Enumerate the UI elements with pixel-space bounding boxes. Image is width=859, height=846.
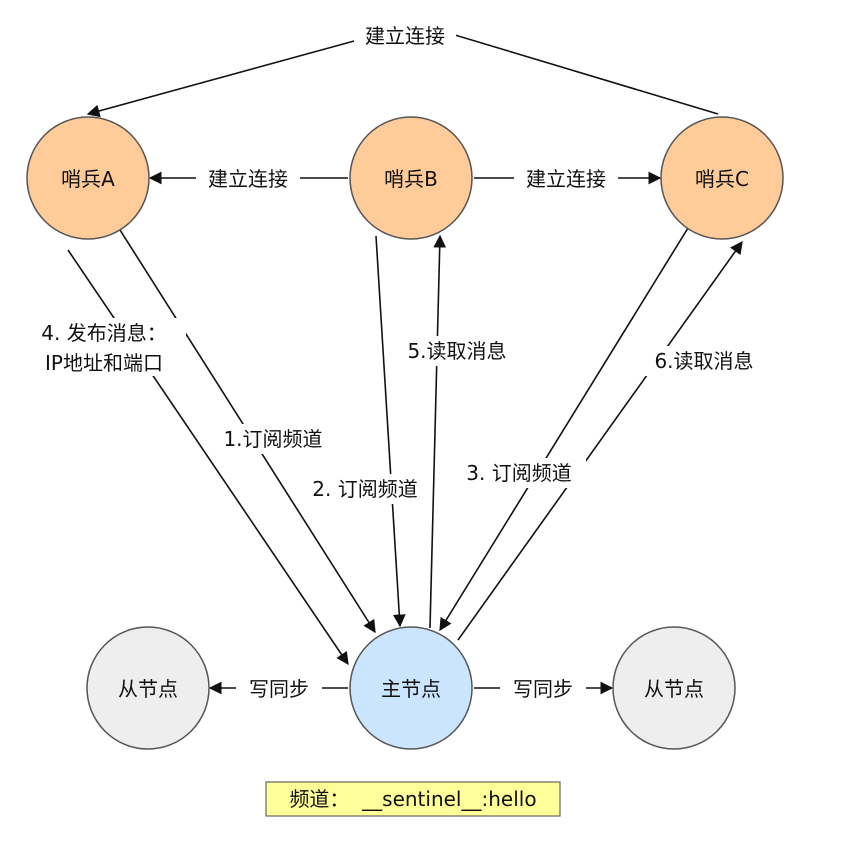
edge-a-publish [67, 249, 349, 666]
node-slave-left-label: 从节点 [118, 677, 178, 701]
node-sentinel-b-label: 哨兵B [384, 167, 438, 191]
node-sentinel-b [349, 116, 473, 240]
label-publish-line2: IP地址和端口 [45, 351, 163, 375]
node-sentinel-a-label: 哨兵A [61, 167, 115, 191]
label-b-subscribe: 2. 订阅频道 [312, 477, 417, 501]
node-sentinel-c-label: 哨兵C [695, 167, 749, 191]
label-c-read: 6.读取消息 [654, 349, 753, 373]
node-sentinel-c [660, 116, 784, 240]
label-sync-right: 写同步 [513, 677, 573, 701]
edge-c-read [457, 240, 743, 641]
label-connect-bc: 建立连接 [526, 167, 606, 191]
node-slave-right [612, 626, 736, 750]
edge-b-read [429, 234, 447, 629]
label-b-read: 5.读取消息 [407, 339, 506, 363]
label-sync-left: 写同步 [249, 677, 309, 701]
node-slave-left [86, 626, 210, 750]
node-sentinel-a [26, 116, 150, 240]
label-connect-ba: 建立连接 [208, 167, 288, 191]
edge-c-subscribe [439, 227, 689, 632]
node-master-label: 主节点 [381, 677, 441, 701]
label-publish-line1: 4. 发布消息： [41, 321, 166, 345]
node-slave-right-label: 从节点 [644, 677, 704, 701]
label-a-subscribe: 1.订阅频道 [223, 427, 322, 451]
node-master [349, 626, 473, 750]
edge-b-subscribe [375, 235, 406, 628]
channel-box: 频道： __sentinel__:hello [265, 781, 561, 817]
label-connect-top: 建立连接 [365, 24, 445, 48]
channel-label: 频道： __sentinel__:hello [289, 787, 536, 811]
label-c-subscribe: 3. 订阅频道 [466, 461, 571, 485]
